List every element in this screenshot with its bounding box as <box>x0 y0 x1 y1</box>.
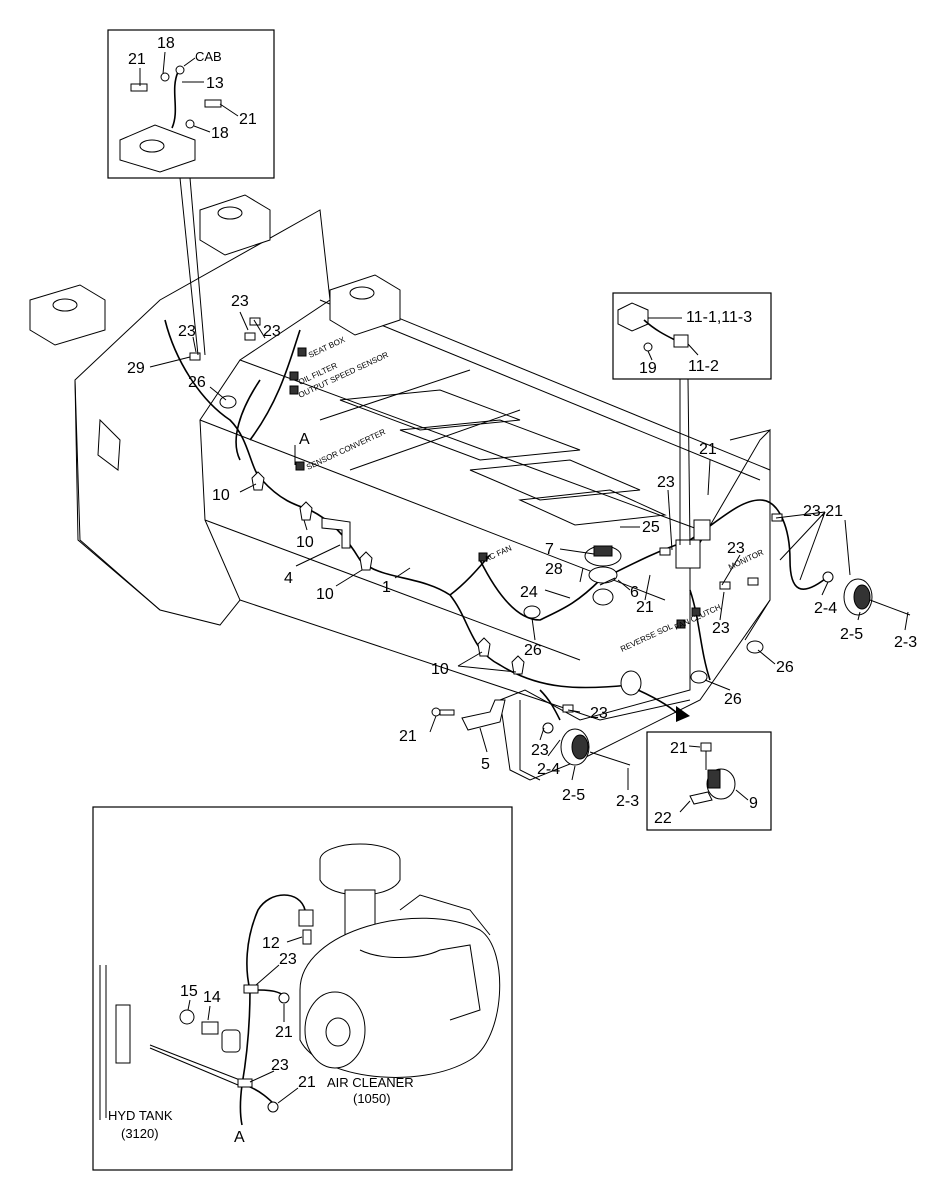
detail-callout-12: 12 <box>262 935 280 952</box>
detail-callout-14: 14 <box>203 989 221 1006</box>
callout-2-4-b: 2-4 <box>537 761 560 778</box>
callout-26-d: 26 <box>724 691 742 708</box>
callout-10-d: 10 <box>431 661 449 678</box>
callout-26-a: 26 <box>188 374 206 391</box>
detail-label-hyd-tank-code: (3120) <box>121 1126 159 1141</box>
callout-21-a: 21 <box>636 599 654 616</box>
work-lamp-part-9 <box>620 670 690 722</box>
callout-23-h: 23 <box>531 742 549 759</box>
detail-callout-21-d: 21 <box>275 1024 293 1041</box>
callout-2-3-a: 2-3 <box>894 634 917 651</box>
callout-23-e: 23 <box>727 540 745 557</box>
callout-21-b: 21 <box>699 441 717 458</box>
detail-label-air-cleaner-code: (1050) <box>353 1091 391 1106</box>
detail-callout-21-e: 21 <box>298 1074 316 1091</box>
bracket-part-4 <box>321 517 351 549</box>
detail-callout-18-a: 18 <box>157 35 175 52</box>
detail-label-hyd-tank: HYD TANK <box>108 1108 173 1123</box>
sensor-connectors <box>289 347 701 629</box>
detail-label-cab: CAB <box>195 49 222 64</box>
callout-23-b: 23 <box>231 293 249 310</box>
mounting-blocks <box>29 194 401 346</box>
callout-21-c: 21 <box>399 728 417 745</box>
callout-23-a: 23 <box>178 323 196 340</box>
clamp-23-group <box>189 317 783 713</box>
callout-10-c: 10 <box>316 586 334 603</box>
callout-26-c: 26 <box>776 659 794 676</box>
callout-5: 5 <box>481 756 490 773</box>
detail-callout-21-c: 21 <box>670 740 688 757</box>
callout-2-5-a: 2-5 <box>840 626 863 643</box>
detail-callout-21-a: 21 <box>128 51 146 68</box>
callout-10-a: 10 <box>212 487 230 504</box>
callout-23-f: 23 <box>712 620 730 637</box>
bolt-21-bracket <box>431 707 455 717</box>
relay-part-11 <box>675 519 711 569</box>
bracket-part-5 <box>461 699 506 731</box>
detail-callout-11-2: 11-2 <box>688 358 719 375</box>
callout-28: 28 <box>545 561 563 578</box>
detail-callout-21-b: 21 <box>239 111 257 128</box>
detail-callout-19: 19 <box>639 360 657 377</box>
detail-callout-15: 15 <box>180 983 198 1000</box>
detail-callout-11-1-3: 11-1,11-3 <box>686 309 752 326</box>
callout-2-4-a: 2-4 <box>814 600 837 617</box>
callout-1: 1 <box>382 579 391 596</box>
rear-lamp-right <box>822 571 911 616</box>
horn-part-7 <box>584 545 622 606</box>
detail-callout-9: 9 <box>749 795 758 812</box>
callout-10-b: 10 <box>296 534 314 551</box>
callout-6: 6 <box>630 584 639 601</box>
clip-part-10-group <box>251 471 525 675</box>
leader-lines <box>149 311 909 790</box>
detail-callout-18-b: 18 <box>211 125 229 142</box>
detail-callout-13: 13 <box>206 75 224 92</box>
grommet-26-group <box>219 395 764 684</box>
callout-23-g: 23 <box>590 705 608 722</box>
detail-callout-23-a: 23 <box>279 951 297 968</box>
detail-callout-23-b: 23 <box>271 1057 289 1074</box>
callout-23-c: 23 <box>263 323 281 340</box>
callout-2-3-b: 2-3 <box>616 793 639 810</box>
main-callouts: 29 23 23 23 26 A 10 10 4 10 1 10 26 24 2… <box>127 293 917 810</box>
detail-label-air-cleaner: AIR CLEANER <box>327 1075 414 1090</box>
frame-outline <box>74 209 771 781</box>
callout-25: 25 <box>642 519 660 536</box>
callout-23-21: 23,21 <box>803 503 843 520</box>
callout-24: 24 <box>520 584 538 601</box>
label-sensor-converter: SENSOR CONVERTER <box>305 427 387 472</box>
callout-7: 7 <box>545 541 554 558</box>
rear-lamp-left <box>542 722 631 766</box>
callout-2-5-b: 2-5 <box>562 787 585 804</box>
label-reverse-sol: REVERSE SOL <box>619 622 674 654</box>
callout-a-main: A <box>299 431 310 448</box>
label-ac-fan: AC FAN <box>483 543 513 563</box>
detail-callout-a: A <box>234 1129 245 1146</box>
label-seat-box: SEAT BOX <box>307 335 347 360</box>
detail-relay: 11-1,11-3 19 11-2 <box>612 292 772 546</box>
callout-4: 4 <box>284 570 293 587</box>
detail-callout-22: 22 <box>654 810 672 827</box>
detail-cab-ground: 21 18 CAB 13 21 18 <box>107 29 275 356</box>
detail-air-cleaner: 12 23 15 14 21 23 21 AIR CLEANER (1050) … <box>92 806 513 1171</box>
detail-work-lamp: 21 9 22 <box>646 731 772 831</box>
callout-23-d: 23 <box>657 474 675 491</box>
callout-29: 29 <box>127 360 145 377</box>
callout-26-b: 26 <box>524 642 542 659</box>
